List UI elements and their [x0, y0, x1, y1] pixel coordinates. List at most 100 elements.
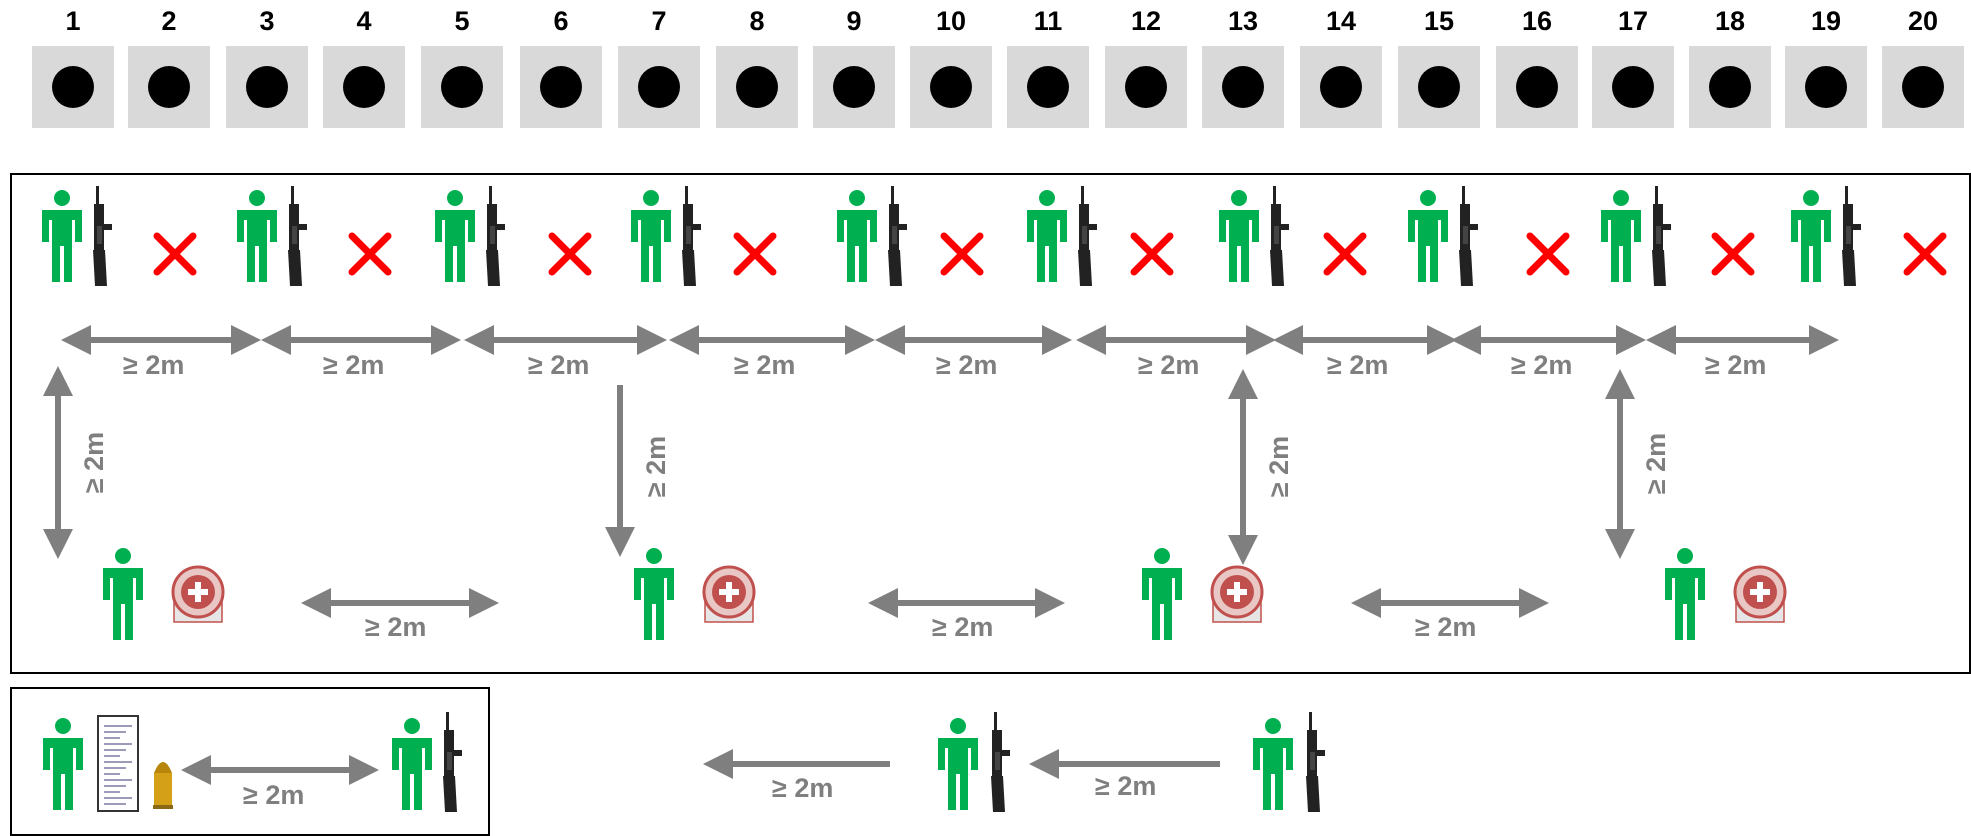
target-icon	[1592, 46, 1674, 128]
cartridge-icon	[153, 762, 173, 809]
rifle-icon	[682, 186, 701, 286]
bullseye-icon	[1516, 66, 1558, 108]
rifle-icon	[1078, 186, 1097, 286]
bullseye-icon	[246, 66, 288, 108]
person-icon	[1253, 718, 1293, 810]
red-x-icon	[1711, 232, 1755, 276]
rifle-icon	[991, 712, 1010, 812]
bullseye-icon	[441, 66, 483, 108]
person-icon	[1142, 548, 1182, 640]
distance-label: ≥ 2m	[243, 780, 305, 810]
shooting-record-document-icon	[97, 715, 139, 812]
bullseye-icon	[1320, 66, 1362, 108]
lane-number: 14	[1325, 6, 1357, 36]
person-icon	[435, 190, 475, 282]
target-icon	[1882, 46, 1964, 128]
person-icon	[43, 718, 83, 810]
target-icon	[716, 46, 798, 128]
distance-label: ≥ 2m	[79, 431, 110, 494]
person-icon	[392, 718, 432, 810]
lane-number: 3	[259, 6, 275, 36]
lane-number: 9	[846, 6, 862, 36]
lane-number: 20	[1907, 6, 1939, 36]
bullseye-icon	[1027, 66, 1069, 108]
red-x-icon	[348, 232, 392, 276]
lane-number: 13	[1227, 6, 1259, 36]
swiss-shooting-badge-icon	[1210, 565, 1264, 623]
distance-label: ≥ 2m	[1327, 350, 1389, 380]
person-icon	[1408, 190, 1448, 282]
lane-number: 19	[1810, 6, 1842, 36]
distance-label: ≥ 2m	[1095, 771, 1157, 801]
target-icon	[813, 46, 895, 128]
target-icon	[1202, 46, 1284, 128]
bullseye-icon	[1612, 66, 1654, 108]
person-icon	[1219, 190, 1259, 282]
lane-number: 16	[1521, 6, 1553, 36]
distance-label: ≥ 2m	[123, 350, 185, 380]
bullseye-icon	[1418, 66, 1460, 108]
red-x-icon	[1130, 232, 1174, 276]
bullseye-icon	[148, 66, 190, 108]
lane-number: 5	[454, 6, 470, 36]
person-icon	[1791, 190, 1831, 282]
lane-number: 10	[935, 6, 967, 36]
target-icon	[226, 46, 308, 128]
red-x-icon	[1323, 232, 1367, 276]
person-icon	[634, 548, 674, 640]
rifle-icon	[486, 186, 505, 286]
person-icon	[1027, 190, 1067, 282]
target-icon	[1496, 46, 1578, 128]
lane-number: 15	[1423, 6, 1455, 36]
bullseye-icon	[638, 66, 680, 108]
target-icon	[128, 46, 210, 128]
target-icon	[32, 46, 114, 128]
swiss-shooting-badge-icon	[171, 565, 225, 623]
target-icon	[910, 46, 992, 128]
bullseye-icon	[540, 66, 582, 108]
red-x-icon	[1526, 232, 1570, 276]
distance-label: ≥ 2m	[1415, 612, 1477, 642]
distance-label: ≥ 2m	[1511, 350, 1573, 380]
distance-label: ≥ 2m	[323, 350, 385, 380]
distance-label: ≥ 2m	[1264, 435, 1295, 498]
rifle-icon	[1652, 186, 1671, 286]
swiss-shooting-badge-icon	[1733, 565, 1787, 623]
distance-label: ≥ 2m	[1138, 350, 1200, 380]
target-icon	[1007, 46, 1089, 128]
person-icon	[938, 718, 978, 810]
person-icon	[1665, 548, 1705, 640]
target-icon	[323, 46, 405, 128]
rifle-icon	[93, 186, 112, 286]
distance-label: ≥ 2m	[734, 350, 796, 380]
target-icon	[1300, 46, 1382, 128]
person-icon	[1601, 190, 1641, 282]
ammunition-issue-area	[10, 687, 490, 836]
target-icon	[1785, 46, 1867, 128]
firing-line-area	[10, 173, 1971, 674]
bullseye-icon	[52, 66, 94, 108]
rifle-icon	[443, 712, 462, 812]
bullseye-icon	[833, 66, 875, 108]
person-icon	[103, 548, 143, 640]
bullseye-icon	[1805, 66, 1847, 108]
lane-number: 2	[161, 6, 177, 36]
distance-label: ≥ 2m	[365, 612, 427, 642]
rifle-icon	[1842, 186, 1861, 286]
rifle-icon	[288, 186, 307, 286]
distance-label: ≥ 2m	[772, 773, 834, 803]
distance-label: ≥ 2m	[932, 612, 994, 642]
lane-number: 6	[553, 6, 569, 36]
person-icon	[237, 190, 277, 282]
red-x-icon	[733, 232, 777, 276]
target-icon	[1398, 46, 1480, 128]
bullseye-icon	[343, 66, 385, 108]
distance-label: ≥ 2m	[528, 350, 590, 380]
lane-number: 4	[356, 6, 372, 36]
rifle-icon	[888, 186, 907, 286]
bullseye-icon	[1902, 66, 1944, 108]
distance-label: ≥ 2m	[1705, 350, 1767, 380]
distance-label: ≥ 2m	[936, 350, 998, 380]
